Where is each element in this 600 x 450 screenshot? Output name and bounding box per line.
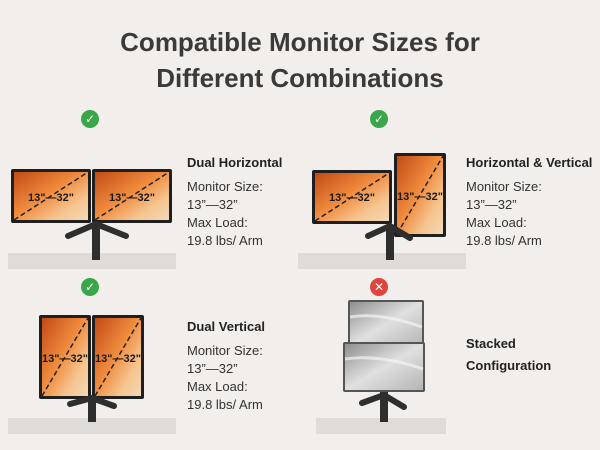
monitor-size-value: 13”—32” [187, 197, 238, 212]
combo-name: Configuration [466, 358, 552, 373]
max-load-value: 19.8 lbs/ Arm [187, 397, 263, 412]
cross-icon: ✕ [370, 278, 388, 296]
combo-dual-horizontal-info: Dual Horizontal Monitor Size: 13”—32” Ma… [187, 154, 282, 250]
check-icon: ✓ [81, 110, 99, 128]
title-line-1: Compatible Monitor Sizes for [120, 27, 480, 57]
page-title: Compatible Monitor Sizes for Different C… [0, 24, 600, 96]
dual-horizontal-illustration: 13"—32" 13"—32" [11, 169, 172, 260]
monitor-size-value: 13”—32” [187, 361, 238, 376]
monitor-size-value: 13”—32” [466, 197, 517, 212]
combo-stacked-info: Stacked Configuration [466, 333, 551, 377]
stacked-illustration [343, 300, 425, 422]
size-label: 13"—32" [42, 353, 88, 365]
monitor-size-label: Monitor Size: [466, 179, 542, 194]
size-label: 13"—32" [109, 192, 155, 204]
size-label: 13"—32" [397, 191, 443, 203]
combo-name: Dual Horizontal [187, 155, 283, 170]
desk [8, 253, 176, 269]
max-load-label: Max Load: [187, 215, 248, 230]
size-label: 13"—32" [28, 192, 74, 204]
desk [8, 418, 176, 434]
title-line-2: Different Combinations [156, 63, 444, 93]
max-load-value: 19.8 lbs/ Arm [187, 233, 263, 248]
desk [316, 418, 446, 434]
size-label: 13"—32" [329, 192, 375, 204]
max-load-label: Max Load: [466, 215, 527, 230]
combo-name: Horizontal & Vertical [466, 155, 593, 170]
combo-name: Stacked [466, 336, 516, 351]
dual-vertical-illustration: 13"—32" 13"—32" [39, 315, 144, 422]
check-icon: ✓ [81, 278, 99, 296]
combo-horizontal-vertical-info: Horizontal & Vertical Monitor Size: 13”—… [466, 154, 592, 250]
monitor-size-label: Monitor Size: [187, 343, 263, 358]
size-label: 13"—32" [95, 353, 141, 365]
monitor-size-label: Monitor Size: [187, 179, 263, 194]
max-load-value: 19.8 lbs/ Arm [466, 233, 542, 248]
combo-dual-vertical-info: Dual Vertical Monitor Size: 13”—32” Max … [187, 318, 265, 414]
horizontal-vertical-illustration: 13"—32" 13"—32" [312, 153, 446, 260]
max-load-label: Max Load: [187, 379, 248, 394]
desk [298, 253, 466, 269]
combo-name: Dual Vertical [187, 319, 266, 334]
check-icon: ✓ [370, 110, 388, 128]
